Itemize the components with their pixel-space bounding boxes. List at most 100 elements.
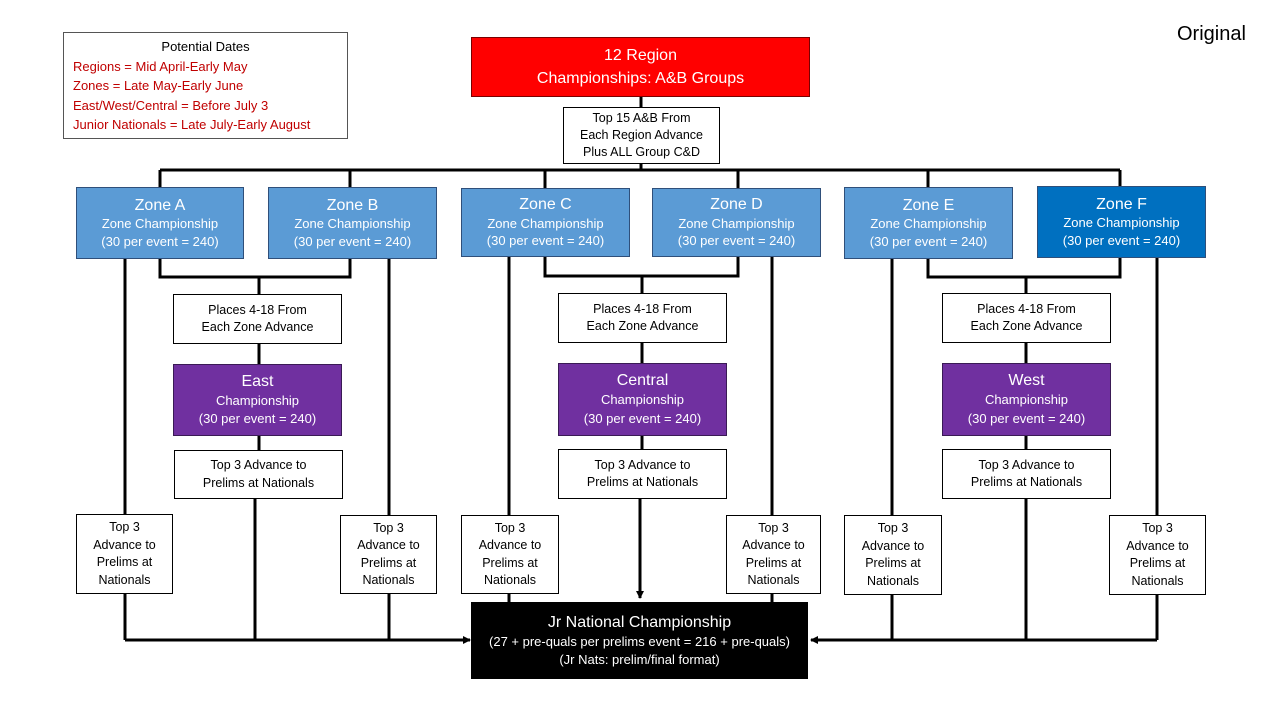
west-championship-box: West Championship (30 per event = 240)	[942, 363, 1111, 436]
top3-line: Advance to	[357, 538, 420, 552]
region-advance-line: Plus ALL Group C&D	[583, 144, 700, 159]
top3-line: Top 3	[494, 520, 526, 535]
legend-item: Zones = Late May-Early June	[73, 78, 244, 93]
zone-detail: (30 per event = 240)	[1062, 232, 1181, 248]
top3-line: Nationals	[747, 573, 800, 587]
zone-f-top3-box: Top 3 Advance to Prelims at Nationals	[1109, 515, 1206, 595]
nationals-title: Jr National Championship	[547, 613, 732, 631]
top3-line: Nationals	[866, 573, 920, 588]
top3-line: Prelims at Nationals	[970, 475, 1083, 489]
top3-line: Nationals	[483, 573, 537, 587]
sectional-subtitle: Championship	[600, 392, 685, 408]
zone-subtitle: Zone Championship	[1063, 215, 1180, 231]
zone-title: Zone B	[326, 196, 379, 214]
top3-line: Top 3	[373, 520, 404, 535]
top3-line: Top 3	[109, 520, 140, 534]
zone-e-top3-box: Top 3 Advance to Prelims at Nationals	[844, 515, 942, 595]
sectional-detail: (30 per event = 240)	[967, 410, 1086, 426]
top3-line: Top 3 Advance to	[210, 458, 307, 472]
east-places-advance-box: Places 4-18 From Each Zone Advance	[173, 294, 342, 344]
top3-line: Top 3 Advance to	[978, 457, 1075, 472]
zone-title: Zone E	[902, 196, 955, 214]
connector-cd-merge	[543, 256, 740, 278]
zone-detail: (30 per event = 240)	[101, 233, 219, 249]
region-title: 12 Region	[604, 46, 677, 64]
top3-line: Nationals	[98, 572, 151, 587]
zone-c-box: Zone C Zone Championship (30 per event =…	[461, 188, 630, 257]
places-line: Each Zone Advance	[970, 319, 1083, 333]
top3-line: Nationals	[1131, 573, 1184, 588]
places-line: Each Zone Advance	[201, 320, 314, 334]
west-places-advance-box: Places 4-18 From Each Zone Advance	[942, 293, 1111, 343]
places-line: Places 4-18 From	[208, 302, 307, 317]
legend-item: Junior Nationals = Late July-Early Augus…	[73, 117, 311, 132]
sectional-subtitle: Championship	[215, 392, 300, 408]
sectional-detail: (30 per event = 240)	[198, 411, 317, 426]
region-subtitle: Championships: A&B Groups	[536, 70, 745, 87]
top3-line: Advance to	[93, 537, 156, 552]
top3-line: Prelims at Nationals	[202, 475, 315, 490]
top3-line: Advance to	[742, 538, 805, 552]
east-championship-box: East Championship (30 per event = 240)	[173, 364, 342, 436]
places-line: Places 4-18 From	[977, 301, 1076, 316]
east-top3-box: Top 3 Advance to Prelims at Nationals	[174, 450, 343, 499]
jr-national-championship-box: Jr National Championship (27 + pre-quals…	[471, 602, 808, 679]
region-advance-box: Top 15 A&B From Each Region Advance Plus…	[563, 107, 720, 164]
page-label: Original	[1177, 23, 1246, 45]
legend-item: East/West/Central = Before July 3	[73, 97, 269, 113]
west-top3-box: Top 3 Advance to Prelims at Nationals	[942, 449, 1111, 499]
top3-line: Prelims at Nationals	[586, 475, 699, 489]
sectional-title: West	[1008, 372, 1045, 390]
sectional-title: Central	[616, 372, 669, 390]
top3-line: Prelims at	[360, 555, 417, 570]
places-line: Places 4-18 From	[593, 301, 692, 316]
zone-subtitle: Zone Championship	[487, 215, 604, 231]
top3-line: Prelims at	[1129, 556, 1186, 570]
zone-e-box: Zone E Zone Championship (30 per event =…	[844, 187, 1013, 259]
top3-line: Prelims at	[482, 555, 538, 570]
zone-a-top3-box: Top 3 Advance to Prelims at Nationals	[76, 514, 173, 594]
zone-subtitle: Zone Championship	[101, 216, 219, 232]
top3-line: Advance to	[861, 538, 925, 553]
legend-item: Regions = Mid April-Early May	[73, 58, 248, 74]
sectional-title: East	[241, 372, 274, 390]
zone-f-box: Zone F Zone Championship (30 per event =…	[1037, 186, 1206, 258]
zone-detail: (30 per event = 240)	[677, 233, 796, 249]
zone-title: Zone C	[519, 196, 572, 214]
connector-ef-merge	[926, 258, 1122, 279]
top3-line: Top 3 Advance to	[594, 457, 691, 472]
zone-c-top3-box: Top 3 Advance to Prelims at Nationals	[461, 515, 559, 594]
top3-line: Prelims at	[865, 556, 921, 570]
zone-subtitle: Zone Championship	[870, 216, 987, 232]
zone-b-box: Zone B Zone Championship (30 per event =…	[268, 187, 437, 259]
zone-title: Zone D	[710, 196, 763, 214]
zone-detail: (30 per event = 240)	[293, 233, 412, 249]
zone-a-box: Zone A Zone Championship (30 per event =…	[76, 187, 244, 259]
legend-title: Potential Dates	[161, 39, 250, 54]
central-championship-box: Central Championship (30 per event = 240…	[558, 363, 727, 436]
central-top3-box: Top 3 Advance to Prelims at Nationals	[558, 449, 727, 499]
region-championships-box: 12 Region Championships: A&B Groups	[471, 37, 810, 97]
places-line: Each Zone Advance	[586, 319, 699, 333]
nationals-detail: (27 + pre-quals per prelims event = 216 …	[489, 634, 790, 650]
central-places-advance-box: Places 4-18 From Each Zone Advance	[558, 293, 727, 343]
potential-dates-legend: Potential Dates Regions = Mid April-Earl…	[63, 32, 348, 139]
zone-d-box: Zone D Zone Championship (30 per event =…	[652, 188, 821, 257]
zone-subtitle: Zone Championship	[294, 216, 411, 232]
top3-line: Top 3	[1142, 521, 1173, 535]
top3-line: Nationals	[362, 573, 415, 587]
nationals-format: (Jr Nats: prelim/final format)	[559, 651, 720, 667]
zone-d-top3-box: Top 3 Advance to Prelims at Nationals	[726, 515, 821, 594]
zone-subtitle: Zone Championship	[678, 215, 795, 231]
region-advance-line: Each Region Advance	[579, 128, 703, 143]
top3-line: Advance to	[478, 538, 542, 552]
top3-line: Top 3	[877, 521, 909, 535]
connector-ab-merge	[158, 258, 352, 279]
zone-detail: (30 per event = 240)	[869, 233, 988, 249]
zone-detail: (30 per event = 240)	[486, 233, 605, 249]
top3-line: Prelims at	[96, 555, 153, 569]
top3-line: Prelims at	[745, 555, 802, 570]
sectional-subtitle: Championship	[984, 392, 1069, 408]
top3-line: Advance to	[1126, 538, 1189, 553]
